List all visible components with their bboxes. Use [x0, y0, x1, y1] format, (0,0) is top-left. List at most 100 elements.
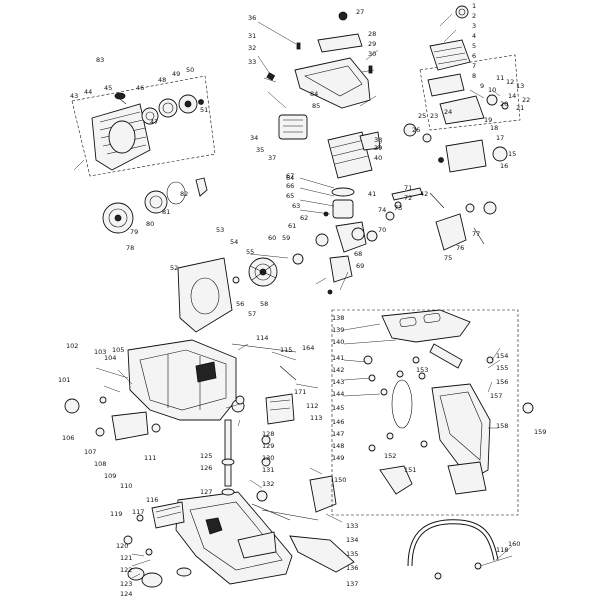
callout-150: 150 — [334, 476, 346, 484]
callout-31: 31 — [248, 32, 256, 40]
callout-35: 35 — [256, 146, 264, 154]
recoil-spring — [158, 98, 178, 118]
oil-pump — [435, 213, 467, 251]
muffler — [359, 131, 381, 151]
starter-handle — [114, 92, 126, 100]
callout-137: 137 — [346, 580, 358, 588]
callout-2: 2 — [472, 12, 476, 20]
callout-143: 143 — [332, 378, 344, 386]
callout-128: 128 — [262, 430, 274, 438]
worm-gear — [483, 201, 497, 215]
callout-136: 136 — [346, 564, 358, 572]
callout-81: 81 — [162, 208, 170, 216]
callout-60: 60 — [268, 234, 276, 242]
callout-48: 48 — [158, 76, 166, 84]
callout-103: 103 — [94, 348, 106, 356]
callout-152: 152 — [384, 452, 396, 460]
callout-105: 105 — [112, 346, 124, 354]
callout-71: 71 — [404, 184, 412, 192]
callout-34: 34 — [250, 134, 258, 142]
choke-knob — [492, 146, 508, 162]
carburetor-group — [403, 5, 521, 173]
callout-79: 79 — [130, 228, 138, 236]
callout-148: 148 — [332, 442, 344, 450]
callout-82: 82 — [180, 190, 188, 198]
callout-164: 164 — [302, 344, 314, 352]
callout-30: 30 — [368, 50, 376, 58]
callout-158: 158 — [496, 422, 508, 430]
callout-127: 127 — [200, 488, 212, 496]
leader-lines — [95, 13, 513, 579]
callout-129: 129 — [262, 442, 274, 450]
callout-21: 21 — [516, 104, 524, 112]
callout-25: 25 — [418, 112, 426, 120]
carburetor-adapter — [439, 95, 485, 125]
callout-132: 132 — [262, 480, 274, 488]
fuel-cap — [127, 567, 145, 581]
callout-36: 36 — [248, 14, 256, 22]
throttle-lockout — [289, 535, 355, 573]
clutch-shoe — [144, 190, 168, 214]
handle-rod — [224, 419, 232, 487]
callout-117: 117 — [132, 508, 144, 516]
oil-pump-group — [429, 192, 497, 251]
callout-67: 67 — [286, 172, 294, 180]
callout-75: 75 — [444, 254, 452, 262]
callout-156: 156 — [496, 378, 508, 386]
callout-119: 119 — [110, 510, 122, 518]
callout-83: 83 — [96, 56, 104, 64]
callout-108: 108 — [94, 460, 106, 468]
callout-29: 29 — [368, 40, 376, 48]
callout-10: 10 — [488, 86, 496, 94]
callout-104: 104 — [104, 354, 116, 362]
callout-69: 69 — [356, 262, 364, 270]
callout-101: 101 — [58, 376, 70, 384]
callout-56: 56 — [236, 300, 244, 308]
callout-66: 66 — [286, 182, 294, 190]
front-handle-group — [407, 519, 499, 580]
air-filter — [278, 114, 308, 140]
callout-171: 171 — [294, 388, 306, 396]
decompression-valve — [64, 398, 80, 414]
callout-47: 47 — [150, 118, 158, 126]
callout-53: 53 — [216, 226, 224, 234]
seal — [292, 253, 304, 265]
callout-122: 122 — [120, 566, 132, 574]
callout-123: 123 — [120, 580, 132, 588]
starter-cover-group — [71, 75, 216, 177]
callout-64: 64 — [286, 174, 294, 182]
callout-125: 125 — [200, 452, 212, 460]
clutch-group — [102, 177, 208, 234]
impulse-hose — [391, 187, 423, 201]
callout-38: 38 — [374, 136, 382, 144]
callout-51: 51 — [200, 106, 208, 114]
engine-housing — [127, 339, 237, 421]
callout-28: 28 — [368, 30, 376, 38]
callout-68: 68 — [354, 250, 362, 258]
callout-42: 42 — [420, 190, 428, 198]
callout-102: 102 — [66, 342, 78, 350]
callout-74: 74 — [378, 206, 386, 214]
callout-43: 43 — [70, 92, 78, 100]
callout-41: 41 — [368, 190, 376, 198]
callout-144: 144 — [332, 390, 344, 398]
callout-73: 73 — [394, 204, 402, 212]
filter-base — [427, 73, 465, 97]
oil-cap — [141, 572, 163, 588]
rear-handle — [175, 491, 293, 585]
callout-133: 133 — [346, 522, 358, 530]
callout-4: 4 — [472, 32, 476, 40]
callout-140: 140 — [332, 338, 344, 346]
callout-1: 1 — [472, 2, 476, 10]
callout-111: 111 — [144, 454, 156, 462]
callout-11: 11 — [496, 74, 504, 82]
callout-130: 130 — [262, 454, 274, 462]
callout-6: 6 — [472, 52, 476, 60]
callout-12: 12 — [506, 78, 514, 86]
callout-27: 27 — [356, 8, 364, 16]
callout-33: 33 — [248, 58, 256, 66]
callout-115: 115 — [280, 346, 292, 354]
callout-45: 45 — [104, 84, 112, 92]
callout-18: 18 — [490, 124, 498, 132]
